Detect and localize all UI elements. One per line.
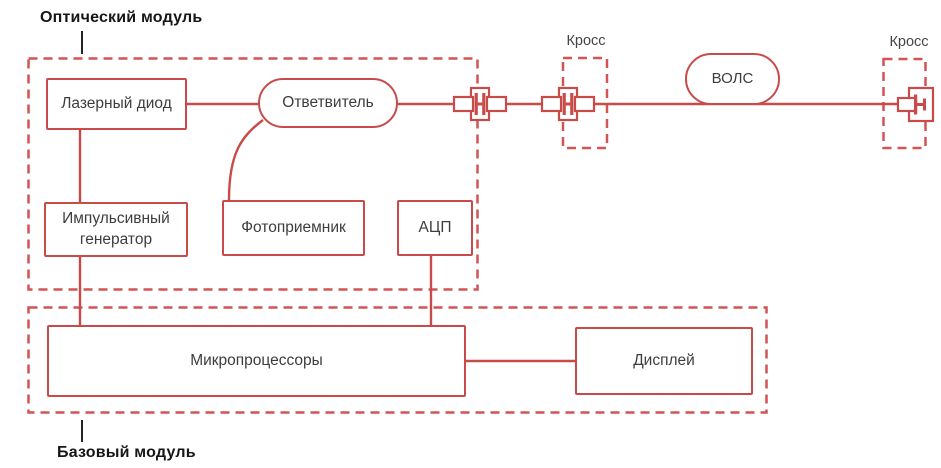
cross-right-label: Кросс: [889, 34, 929, 50]
optical-module-label: Оптический модуль: [40, 9, 203, 26]
fiber-connector-icon: [540, 86, 596, 122]
cross-left-boundary: [561, 56, 609, 150]
display-box: Дисплей: [575, 327, 753, 395]
base-module-boundary: [27, 306, 768, 414]
splitter-box: Ответвитель: [258, 78, 398, 128]
fiber-optic-line-box: ВОЛС: [685, 53, 780, 105]
fiber-connector-end-icon: [896, 86, 935, 123]
base-module-label: Базовый модуль: [57, 444, 196, 461]
microprocessors-box: Микропроцессоры: [47, 325, 466, 397]
optical-module-tick: [81, 31, 83, 54]
wire-splitter-to-photodetector: [227, 119, 264, 201]
adc-box: АЦП: [397, 200, 473, 256]
optical-module-boundary: [27, 57, 479, 291]
photodetector-box: Фотоприемник: [222, 200, 365, 256]
base-module-tick: [81, 420, 83, 442]
fiber-connector-icon: [452, 86, 508, 122]
cross-left-label: Кросс: [566, 33, 606, 49]
laser-diode-box: Лазерный диод: [46, 78, 187, 130]
pulse-generator-box: Импульсивный генератор: [44, 202, 188, 257]
